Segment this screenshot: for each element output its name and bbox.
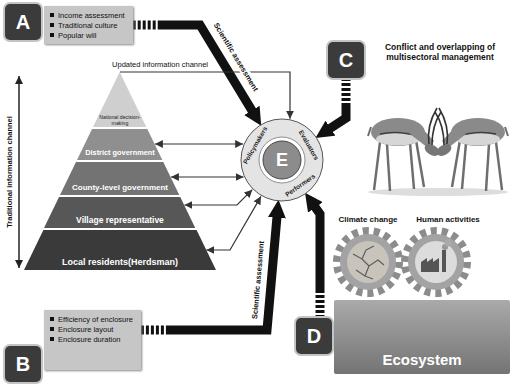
criterion-text: Traditional culture [58,21,117,30]
bullet-row: Enclosure layout [50,324,133,334]
dry-earth [347,241,389,283]
bullet-row: Traditional culture [50,20,125,30]
bullet-square [50,327,54,331]
criterion-text: Popular will [58,31,96,40]
level-name: National decision-making [98,114,142,126]
gear-body [340,234,396,290]
criteria-box: Efficiency of enclosureEnclosure layoutE… [44,310,141,370]
criteria-box: Income assessmentTraditional culturePopu… [44,6,133,44]
bullet-square [50,337,54,341]
band-fill [60,162,179,195]
core-disc [263,141,301,179]
bullet-row: Popular will [50,30,125,40]
criterion-text: Enclosure layout [58,325,113,334]
gear-teeth [405,231,467,293]
climate-gear [337,231,399,293]
band-fill [24,230,216,270]
ring-inner [259,137,305,183]
channel-line [171,176,244,177]
bullet-square [50,33,54,37]
criterion-text: Enclosure duration [58,335,121,344]
bullet-square [50,13,54,17]
level-name: Village representative [76,215,164,225]
gazelle-right [435,108,508,191]
bullet-square [50,317,54,321]
section-letter: B [16,353,30,376]
pyramid-level: Local residents(Herdsman) [24,230,216,270]
channel-line [155,143,243,144]
section-letter: C [339,49,353,72]
edge-label: Scientific assessment [250,239,266,322]
level-name: District government [85,148,155,157]
criterion-text: Efficiency of enclosure [58,315,133,324]
section-badge: A [5,4,41,40]
pyramid-level: County-level government [60,162,179,195]
bullet-row: Efficiency of enclosure [50,314,133,324]
criterion-text: Income assessment [58,11,125,20]
bullet-row: Income assessment [50,10,125,20]
channel-line [206,196,261,250]
block-arrow [314,206,320,318]
earth-cracks [353,246,384,279]
cycle-circle: EPolicymakersEvaluatorsPerformers [240,118,324,202]
driver-label: Human activities [416,215,480,224]
human-activity-gear [405,231,467,293]
pyramid-level: Village representative [44,197,195,228]
bullet-square [50,23,54,27]
band-fill [93,72,146,127]
band-fill [77,129,162,160]
section-letter: A [16,11,30,34]
driver-label: Climate change [338,215,397,224]
channel-line [120,72,290,119]
section-letter: D [307,325,321,348]
section-badge: D [296,318,332,354]
factory-chimney [442,250,446,272]
panel-text: Ecosystem [334,351,510,368]
smoke-puff [445,240,452,247]
channel-axis-arrow [18,76,20,268]
bullet-row: Enclosure duration [50,334,133,344]
factory-shape [421,258,439,272]
block-arrow [329,78,346,129]
gear-body [408,234,464,290]
band-fill [44,197,195,228]
ring-outer [241,119,323,201]
gear-teeth [337,231,399,293]
edge-label: Updated information channel [110,60,210,69]
level-name: Local residents(Herdsman) [62,257,178,267]
pyramid-level: District government [77,129,162,160]
panel-title: Conflict and overlapping of multisectora… [368,42,512,62]
section-badge: B [5,346,41,382]
channel-label: Traditional information channel [5,116,14,228]
gazelle-left [368,108,441,191]
gear-face [415,241,457,283]
core-letter: E [276,150,288,171]
ecosystem-panel: Ecosystem [334,300,510,374]
section-badge: C [328,42,364,78]
level-name: County-level government [72,183,168,192]
pyramid-level: National decision-making [93,72,146,127]
channel-line [184,190,252,205]
